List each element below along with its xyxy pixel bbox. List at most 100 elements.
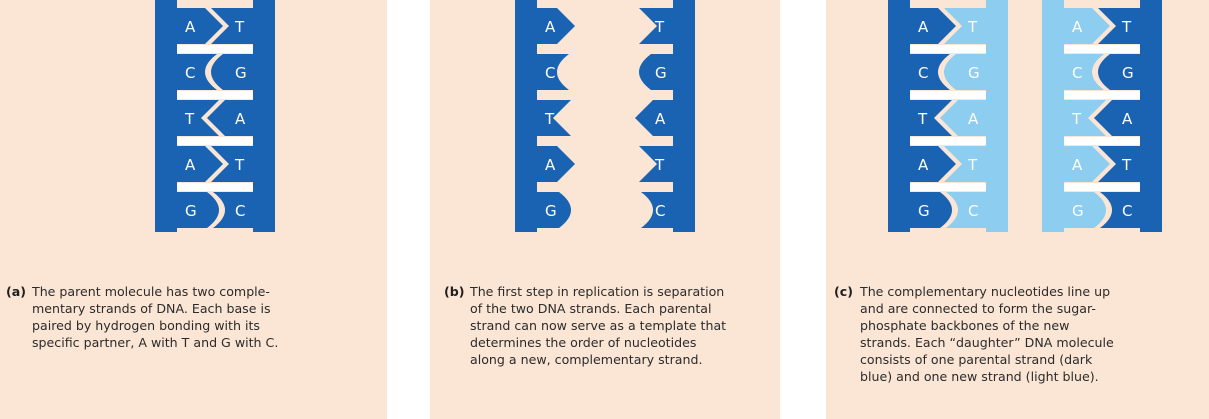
base-g-right [944, 54, 1008, 90]
rung-bar [177, 183, 253, 191]
base-t-right [1098, 146, 1162, 182]
base-label-left: A [918, 18, 929, 36]
rung-bar [1064, 137, 1140, 145]
caption-c: (c) The complementary nucleotides line u… [834, 283, 1206, 385]
base-t-right [211, 8, 275, 44]
base-label-left: A [185, 18, 196, 36]
base-a-right [635, 100, 695, 136]
base-a-left [888, 146, 956, 182]
base-label-right: T [967, 156, 978, 174]
base-label-left: A [545, 156, 556, 174]
base-a-right [940, 100, 1008, 136]
base-label-left: G [545, 202, 557, 220]
base-a-right [207, 100, 275, 136]
base-label-left: C [185, 64, 195, 82]
base-a-right [1094, 100, 1162, 136]
base-t-right [1098, 8, 1162, 44]
base-label-left: G [1072, 202, 1084, 220]
caption-a-text: The parent molecule has two comple- ment… [32, 284, 279, 350]
base-t-right [944, 146, 1008, 182]
base-a-left [888, 8, 956, 44]
base-a-left [1042, 146, 1110, 182]
base-label-right: T [654, 18, 665, 36]
base-label-left: G [185, 202, 197, 220]
base-c-right [213, 192, 275, 228]
base-c-right [1100, 192, 1162, 228]
base-t-left [515, 100, 571, 136]
base-c-left [888, 54, 950, 90]
base-label-right: C [968, 202, 978, 220]
base-label-left: A [1072, 18, 1083, 36]
base-g-left [888, 192, 952, 228]
base-label-left: G [918, 202, 930, 220]
base-c-left [155, 54, 217, 90]
rung-bar [177, 137, 253, 145]
rung-bar [1064, 183, 1140, 191]
rung-bar [177, 45, 253, 53]
base-c-right [641, 192, 695, 228]
caption-c-letter: (c) [834, 284, 853, 299]
base-label-right: A [968, 110, 979, 128]
base-a-left [155, 8, 223, 44]
base-label-right: A [655, 110, 666, 128]
base-g-left [155, 192, 219, 228]
base-a-left [155, 146, 223, 182]
base-g-left [1042, 192, 1106, 228]
base-c-left [1042, 54, 1104, 90]
base-g-right [211, 54, 275, 90]
base-label-left: T [917, 110, 928, 128]
base-label-left: T [184, 110, 195, 128]
base-label-left: C [1072, 64, 1082, 82]
base-label-right: A [235, 110, 246, 128]
base-g-right [639, 54, 695, 90]
caption-b-text: The first step in replication is separat… [470, 284, 727, 367]
caption-a-letter: (a) [6, 284, 27, 299]
base-label-right: T [654, 156, 665, 174]
base-label-right: T [234, 18, 245, 36]
rung-bar [177, 91, 253, 99]
base-label-right: G [655, 64, 667, 82]
base-label-right: C [655, 202, 665, 220]
base-t-right [639, 146, 695, 182]
base-label-right: T [1121, 18, 1132, 36]
caption-b-letter: (b) [444, 284, 465, 299]
base-label-left: C [545, 64, 555, 82]
base-label-left: T [544, 110, 555, 128]
base-c-right [946, 192, 1008, 228]
rung-bar [910, 45, 986, 53]
base-label-left: C [918, 64, 928, 82]
base-label-right: G [235, 64, 247, 82]
base-label-right: T [234, 156, 245, 174]
base-g-left [515, 192, 571, 228]
rung-bar [910, 137, 986, 145]
base-t-left [888, 100, 952, 136]
base-label-right: T [967, 18, 978, 36]
rung-bar [910, 183, 986, 191]
base-c-left [515, 54, 569, 90]
base-label-left: T [1071, 110, 1082, 128]
rung-bar [1064, 91, 1140, 99]
base-g-right [1098, 54, 1162, 90]
base-t-left [155, 100, 219, 136]
base-t-right [639, 8, 695, 44]
base-label-left: A [1072, 156, 1083, 174]
rung-bar [910, 91, 986, 99]
base-label-right: C [1122, 202, 1132, 220]
caption-a: (a) The parent molecule has two comple- … [6, 283, 384, 351]
base-label-right: T [1121, 156, 1132, 174]
base-label-left: A [185, 156, 196, 174]
base-label-right: G [968, 64, 980, 82]
base-label-right: A [1122, 110, 1133, 128]
base-t-right [944, 8, 1008, 44]
caption-b: (b) The first step in replication is sep… [444, 283, 778, 368]
